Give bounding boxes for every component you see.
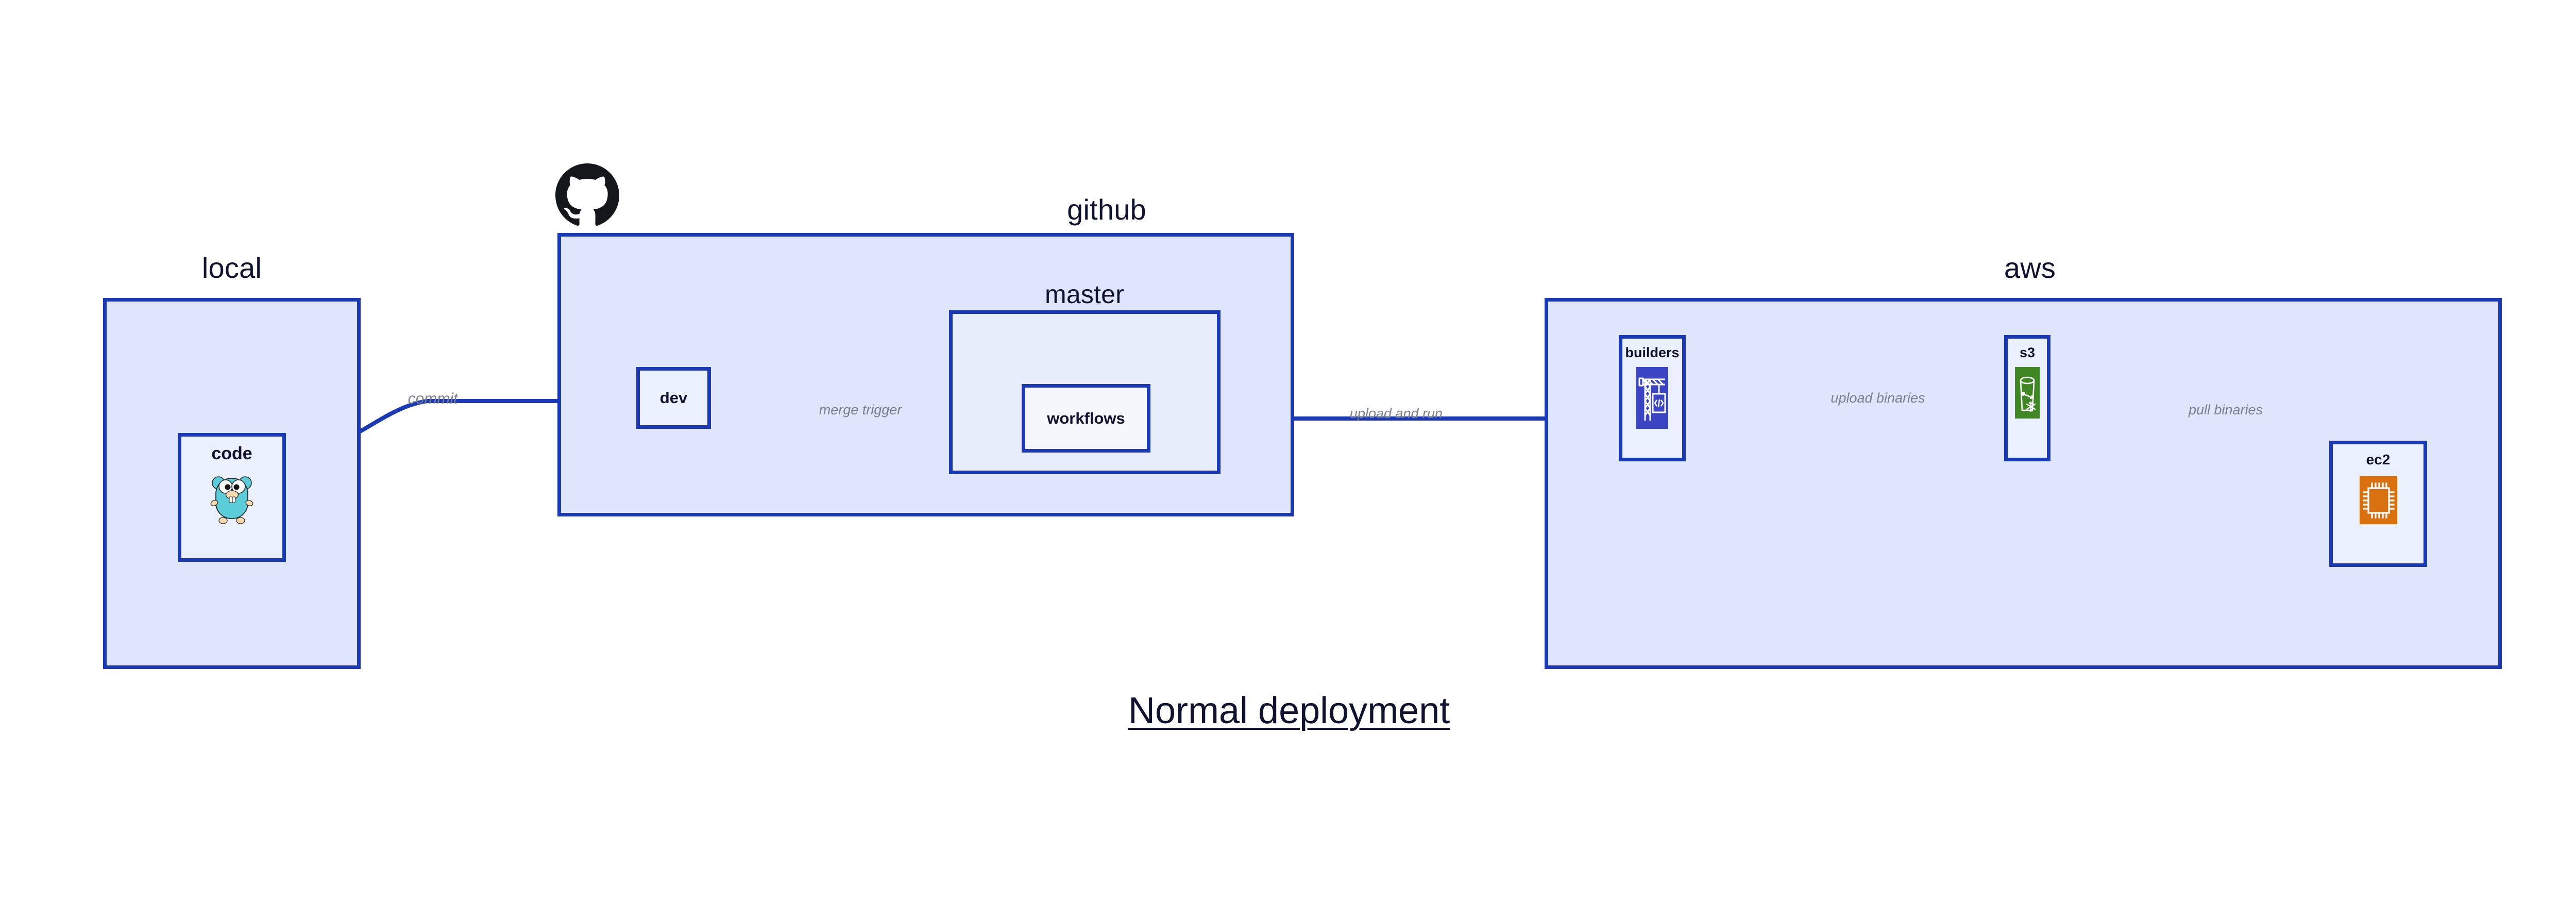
page-title: Normal deployment: [1128, 690, 1450, 731]
go-gopher-icon: [210, 471, 254, 525]
node-code-label: code: [211, 444, 252, 463]
group-caption-github: github: [1067, 193, 1146, 226]
github-octocat-logo: [555, 163, 619, 227]
node-workflows-label: workflows: [1047, 409, 1125, 427]
edge-label-upload-binaries: upload binaries: [1831, 390, 1925, 406]
node-ec2-label: ec2: [2366, 452, 2391, 467]
edge-label-pull-binaries: pull binaries: [2188, 402, 2263, 417]
edge-label-merge-trigger: merge trigger: [819, 402, 902, 417]
node-dev-label: dev: [659, 389, 688, 407]
aws-codebuild-crane-icon: [1636, 367, 1668, 429]
node-s3-label: s3: [2019, 345, 2036, 360]
node-s3[interactable]: s3: [2004, 335, 2050, 461]
node-dev[interactable]: dev: [636, 367, 711, 429]
edge-label-upload-and-run: upload and run: [1349, 406, 1443, 421]
group-caption-local: local: [201, 252, 262, 284]
aws-ec2-chip-icon: [2359, 476, 2397, 524]
node-builders-label: builders: [1625, 345, 1680, 360]
node-workflows[interactable]: workflows: [1022, 384, 1150, 453]
node-code[interactable]: code: [178, 433, 286, 562]
aws-s3-bucket-icon: [2015, 367, 2040, 419]
edge-label-commit: commit: [408, 390, 458, 407]
node-ec2[interactable]: ec2: [2329, 441, 2427, 567]
node-builders[interactable]: builders: [1619, 335, 1686, 461]
group-caption-master: master: [1044, 280, 1124, 309]
group-caption-aws: aws: [2004, 252, 2056, 284]
